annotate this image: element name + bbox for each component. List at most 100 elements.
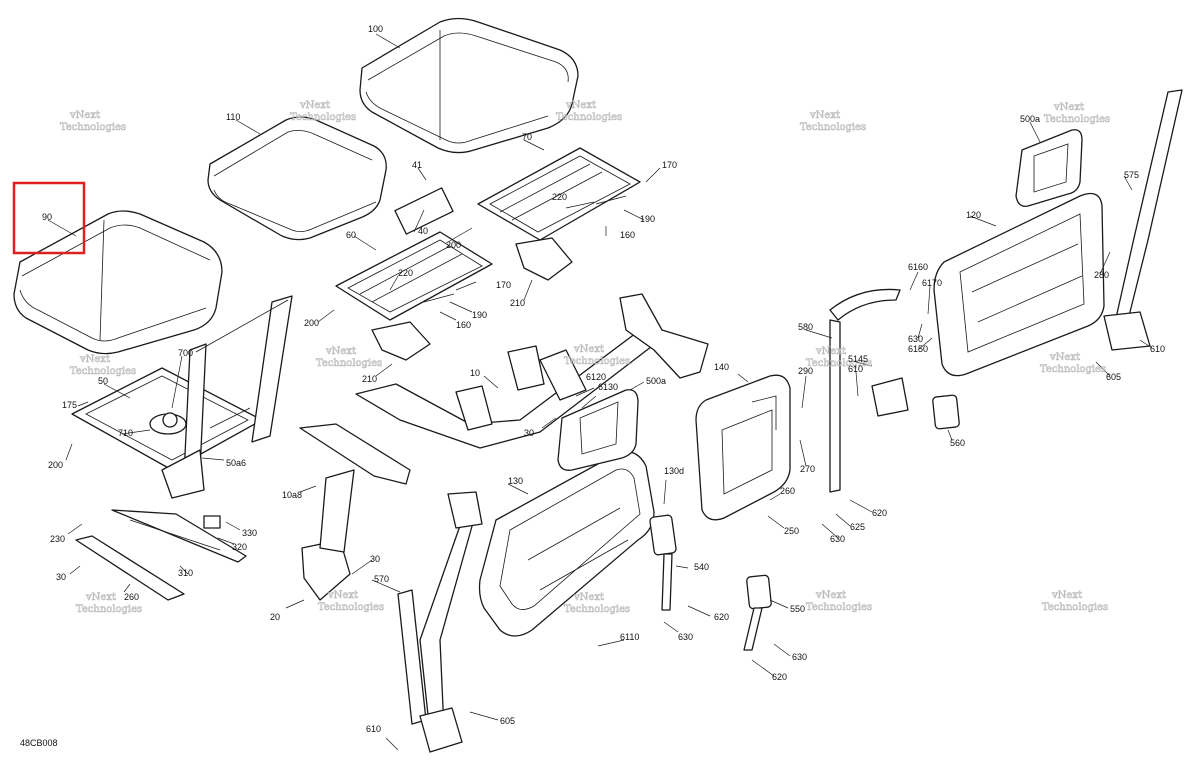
part-label: 320 <box>232 542 247 552</box>
part-label: 6160 <box>908 262 928 272</box>
watermark-line: vNext <box>69 110 100 121</box>
svg-text:vNext: vNext <box>85 592 116 603</box>
svg-text:Technologies: Technologies <box>806 358 872 369</box>
svg-text:Technologies: Technologies <box>806 602 872 613</box>
part-label: 100 <box>368 24 383 34</box>
part-label: 620 <box>872 508 887 518</box>
watermark-line: Technologies <box>316 358 382 369</box>
part-label: 200 <box>48 460 63 470</box>
part-label: 280 <box>1094 270 1109 280</box>
svg-text:Technologies: Technologies <box>290 112 356 123</box>
part-label: 500a <box>646 376 666 386</box>
svg-text:vNext: vNext <box>573 344 604 355</box>
watermark-line: vNext <box>327 590 358 601</box>
watermark-line: Technologies <box>60 122 126 133</box>
part-label: 6110 <box>620 632 639 642</box>
watermark-line: Technologies <box>76 604 142 615</box>
part-label: 170 <box>496 280 511 290</box>
part-label: 550 <box>790 604 805 614</box>
watermark-line: vNext <box>809 110 840 121</box>
svg-text:Technologies: Technologies <box>556 112 622 123</box>
svg-text:Technologies: Technologies <box>316 358 382 369</box>
part-label: 50a6 <box>226 458 246 468</box>
part-label: 630 <box>908 334 923 344</box>
part-label: 700 <box>178 348 193 358</box>
svg-text:vNext: vNext <box>815 590 846 601</box>
watermark-line: Technologies <box>1042 602 1108 613</box>
part-label: 330 <box>242 528 257 538</box>
watermark-line: vNext <box>573 592 604 603</box>
part-label: 580 <box>798 322 813 332</box>
seat-cushion-110 <box>207 116 387 241</box>
part-label: 570 <box>374 574 389 584</box>
svg-text:vNext: vNext <box>327 590 358 601</box>
part-label: 30 <box>370 554 380 564</box>
watermark-line: vNext <box>79 354 110 365</box>
seat-belt-580 <box>829 288 909 493</box>
seat-belt-570 <box>397 491 483 753</box>
svg-text:Technologies: Technologies <box>76 604 142 615</box>
watermark-line: vNext <box>299 100 330 111</box>
part-label: 190 <box>640 214 655 224</box>
part-label: 6130 <box>598 382 618 392</box>
part-label: 110 <box>226 112 240 122</box>
part-label: 610 <box>848 364 863 374</box>
part-label: 120 <box>966 210 981 220</box>
part-label: 6150 <box>908 344 928 354</box>
headrest-500a-center <box>557 389 639 471</box>
part-label: 630 <box>830 534 845 544</box>
part-label: 10a8 <box>282 490 302 500</box>
part-label: 190 <box>472 310 487 320</box>
svg-text:vNext: vNext <box>815 346 846 357</box>
part-label: 30 <box>56 572 66 582</box>
seatbelt-mechanism-700 <box>162 412 178 428</box>
watermark-line: vNext <box>1049 352 1080 363</box>
watermark-line: Technologies <box>1040 364 1106 375</box>
part-label: 160 <box>456 320 471 330</box>
svg-text:Technologies: Technologies <box>1040 364 1106 375</box>
part-label: 210 <box>362 374 377 384</box>
watermark-line: vNext <box>573 344 604 355</box>
highlight-box <box>12 181 86 255</box>
part-label: 170 <box>662 160 677 170</box>
part-label: 605 <box>500 716 515 726</box>
part-label: 620 <box>714 612 729 622</box>
svg-text:vNext: vNext <box>573 592 604 603</box>
part-label: 90 <box>42 212 52 222</box>
part-label: 70 <box>522 132 532 142</box>
part-label: 610 <box>1150 344 1165 354</box>
seat-back-120 <box>933 192 1105 377</box>
seat-back-140 <box>695 374 791 521</box>
part-label: 610 <box>366 724 381 734</box>
part-label: 200 <box>304 318 319 328</box>
svg-text:Technologies: Technologies <box>564 604 630 615</box>
part-label: 310 <box>178 568 193 578</box>
part-label: 220 <box>552 192 567 202</box>
part-label: 625 <box>850 522 865 532</box>
svg-text:vNext: vNext <box>1053 102 1084 113</box>
svg-text:vNext: vNext <box>1051 590 1082 601</box>
seat-cushion-100 <box>359 17 579 154</box>
svg-text:vNext: vNext <box>79 354 110 365</box>
part-label: 290 <box>798 366 813 376</box>
part-label: 220 <box>398 268 413 278</box>
part-label: 710 <box>118 428 133 438</box>
part-label: 210 <box>510 298 525 308</box>
seat-rails-310 <box>75 509 247 601</box>
seat-back-130 <box>478 451 655 637</box>
part-label: 560 <box>950 438 965 448</box>
part-label: 130 <box>508 476 523 486</box>
seat-slider-frame-60 <box>335 231 493 361</box>
part-label: 30 <box>524 428 534 438</box>
svg-text:vNext: vNext <box>809 110 840 121</box>
svg-text:Technologies: Technologies <box>60 122 126 133</box>
part-label: 41 <box>412 160 422 170</box>
part-label: 260 <box>780 486 795 496</box>
part-label: 10 <box>470 368 480 378</box>
watermark-line: Technologies <box>806 602 872 613</box>
part-label: 630 <box>678 632 693 642</box>
svg-text:vNext: vNext <box>565 100 596 111</box>
svg-text:Technologies: Technologies <box>1044 114 1110 125</box>
watermark-line: vNext <box>815 590 846 601</box>
